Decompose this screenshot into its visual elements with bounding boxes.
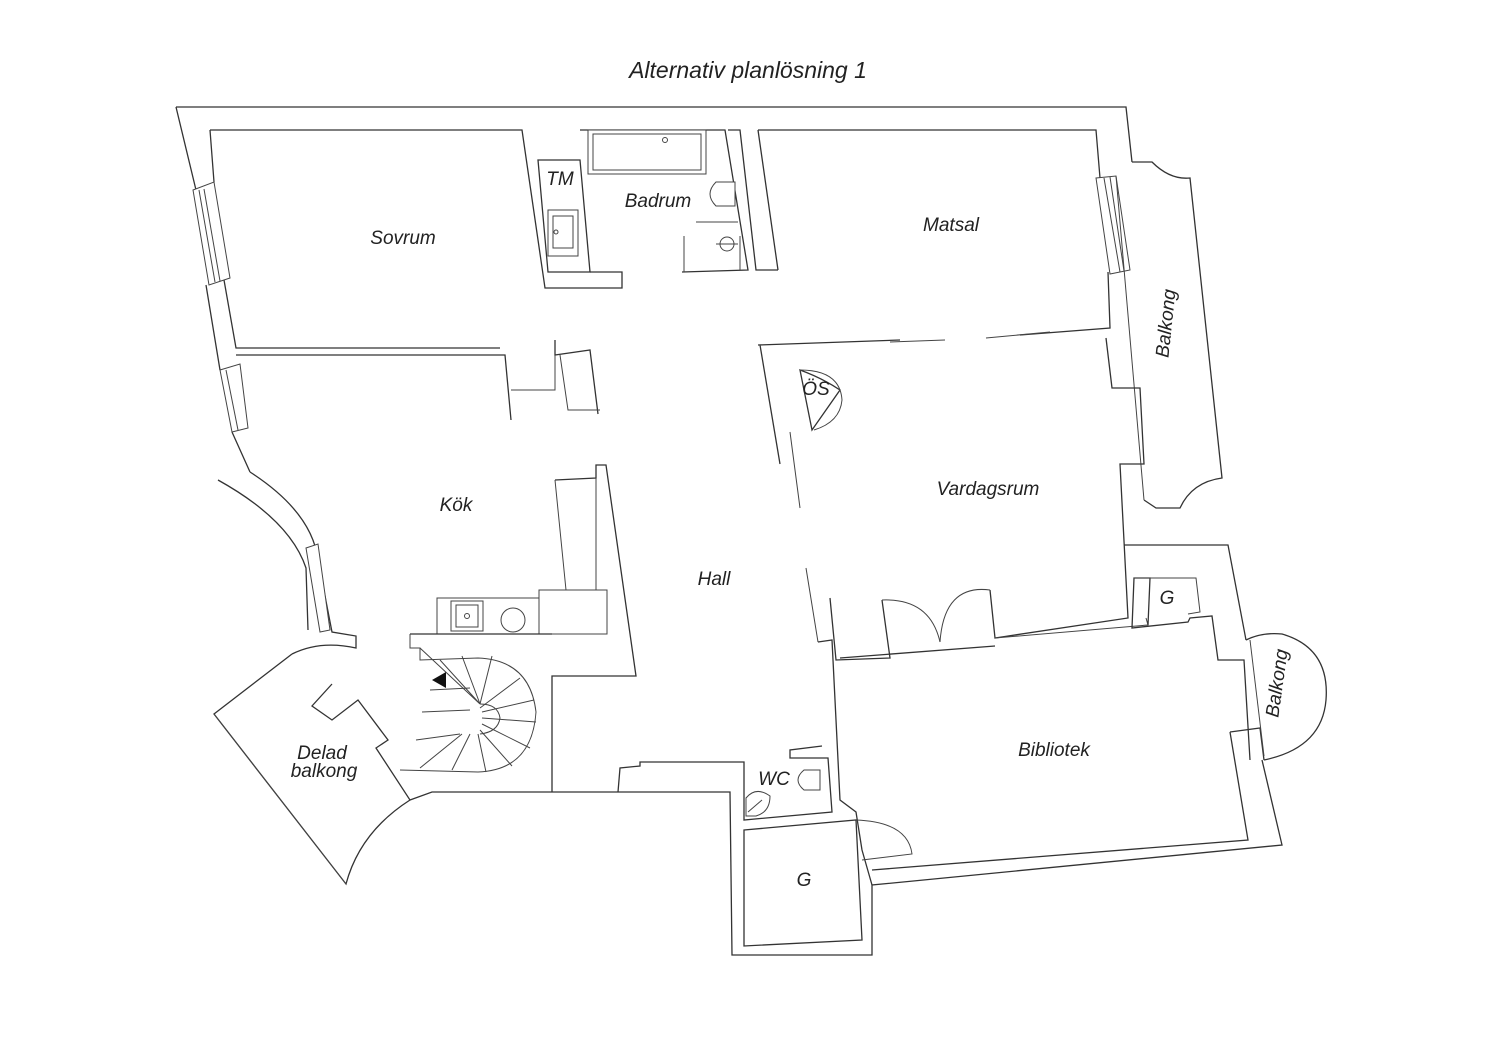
- kitchen-counter: [436, 589, 608, 635]
- door-g-bottom: [855, 819, 913, 861]
- label-badrum: Badrum: [625, 191, 692, 212]
- sink-badrum: [547, 209, 579, 257]
- wall-hall-bottom: [617, 639, 873, 886]
- label-tm: TM: [546, 169, 574, 190]
- label-wc: WC: [758, 769, 790, 790]
- label-balkong-round: Balkong: [1262, 647, 1292, 718]
- label-os: ÖS: [802, 379, 830, 400]
- label-g-bottom: G: [797, 870, 812, 891]
- wall-vardagsrum: [829, 337, 1145, 661]
- sink-wc: [745, 791, 771, 817]
- wall-kok-curve: [249, 471, 357, 655]
- sliding-door-matsal: [889, 331, 1051, 343]
- wall-sovrum-inner: [236, 340, 599, 421]
- wall-matsal: [757, 129, 1111, 336]
- shared-balcony: [213, 653, 411, 886]
- label-bibliotek: Bibliotek: [1018, 740, 1091, 761]
- kitchen-counter-right: [554, 478, 597, 591]
- toilet-wc: [797, 769, 821, 791]
- closet-niche: [511, 354, 600, 411]
- label-delad-balkong-2: balkong: [291, 761, 358, 782]
- bathtub: [587, 129, 707, 175]
- label-g-right: G: [1160, 588, 1175, 609]
- wall-g-bottom: [743, 819, 863, 947]
- window-kok: [219, 363, 249, 433]
- balcony-round: [1245, 632, 1327, 761]
- window-matsal: [1095, 175, 1131, 275]
- label-delad-balkong-1: Delad: [297, 743, 348, 764]
- wall-bibliotek: [839, 544, 1251, 761]
- wall-bibliotek-inner: [871, 727, 1265, 871]
- label-matsal: Matsal: [923, 215, 980, 236]
- outer-wall-left: [175, 106, 251, 473]
- plan-title: Alternativ planlösning 1: [627, 57, 867, 83]
- shower: [683, 221, 741, 272]
- os-closet: [799, 369, 843, 431]
- sliding-door-hall: [789, 431, 819, 643]
- balcony-upper: [1115, 161, 1223, 509]
- label-vardagsrum: Vardagsrum: [937, 479, 1040, 500]
- window-kok-curve: [305, 543, 331, 633]
- window-sovrum: [192, 181, 231, 286]
- label-sovrum: Sovrum: [370, 228, 435, 249]
- outer-wall-bottom: [409, 759, 1283, 956]
- toilet-badrum: [709, 181, 736, 207]
- label-kok: Kök: [440, 495, 474, 516]
- wall-os: [757, 339, 901, 465]
- outer-wall-top: [176, 106, 1133, 163]
- label-balkong-upper: Balkong: [1152, 288, 1180, 359]
- label-hall: Hall: [698, 569, 732, 590]
- g-closet-right: [1134, 577, 1201, 615]
- spiral-staircase: [399, 634, 537, 773]
- wall-sovrum: [209, 129, 623, 349]
- wall-kok-curve-inner: [217, 479, 309, 631]
- double-door-vardagsrum: [881, 588, 991, 643]
